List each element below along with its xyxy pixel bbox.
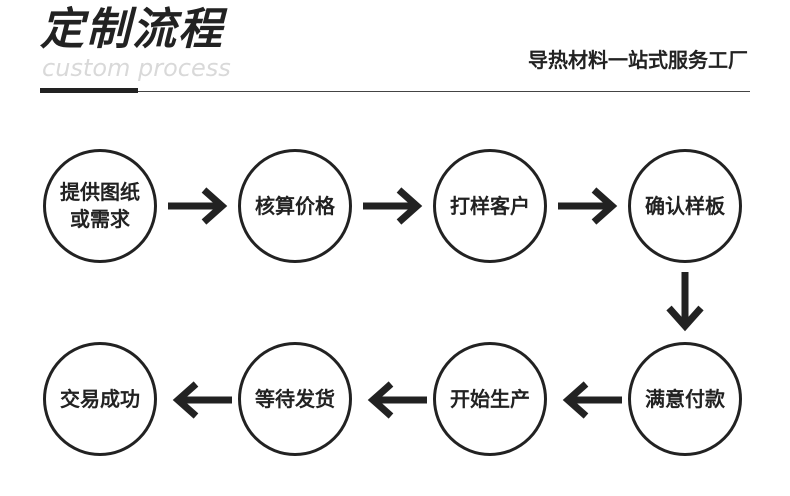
step-1-label: 提供图纸或需求 xyxy=(60,180,140,231)
step-2-circle: 核算价格 xyxy=(238,149,352,263)
step-1-circle: 提供图纸或需求 xyxy=(43,149,157,263)
tagline: 导热材料一站式服务工厂 xyxy=(528,48,748,72)
step-3-circle: 打样客户 xyxy=(433,149,547,263)
arrow-left-icon xyxy=(172,381,232,419)
step-8-label: 交易成功 xyxy=(60,386,140,411)
step-6-circle: 开始生产 xyxy=(433,342,547,456)
header-rule-accent xyxy=(40,88,138,93)
step-3-label: 打样客户 xyxy=(450,193,530,218)
step-7-label: 等待发货 xyxy=(255,386,335,411)
step-4-label: 确认样板 xyxy=(645,193,725,218)
arrow-left-icon xyxy=(367,381,427,419)
page-title: 定制流程 xyxy=(40,4,224,55)
step-8-circle: 交易成功 xyxy=(43,342,157,456)
step-4-circle: 确认样板 xyxy=(628,149,742,263)
step-5-label: 满意付款 xyxy=(645,386,725,411)
subtitle-english: custom process xyxy=(42,54,231,82)
header-rule xyxy=(40,91,750,92)
step-2-label: 核算价格 xyxy=(255,193,335,218)
arrow-right-icon xyxy=(558,187,618,225)
arrow-right-icon xyxy=(363,187,423,225)
arrow-down-icon xyxy=(666,272,704,332)
arrow-left-icon xyxy=(562,381,622,419)
step-5-circle: 满意付款 xyxy=(628,342,742,456)
step-7-circle: 等待发货 xyxy=(238,342,352,456)
arrow-right-icon xyxy=(168,187,228,225)
step-6-label: 开始生产 xyxy=(450,386,530,411)
